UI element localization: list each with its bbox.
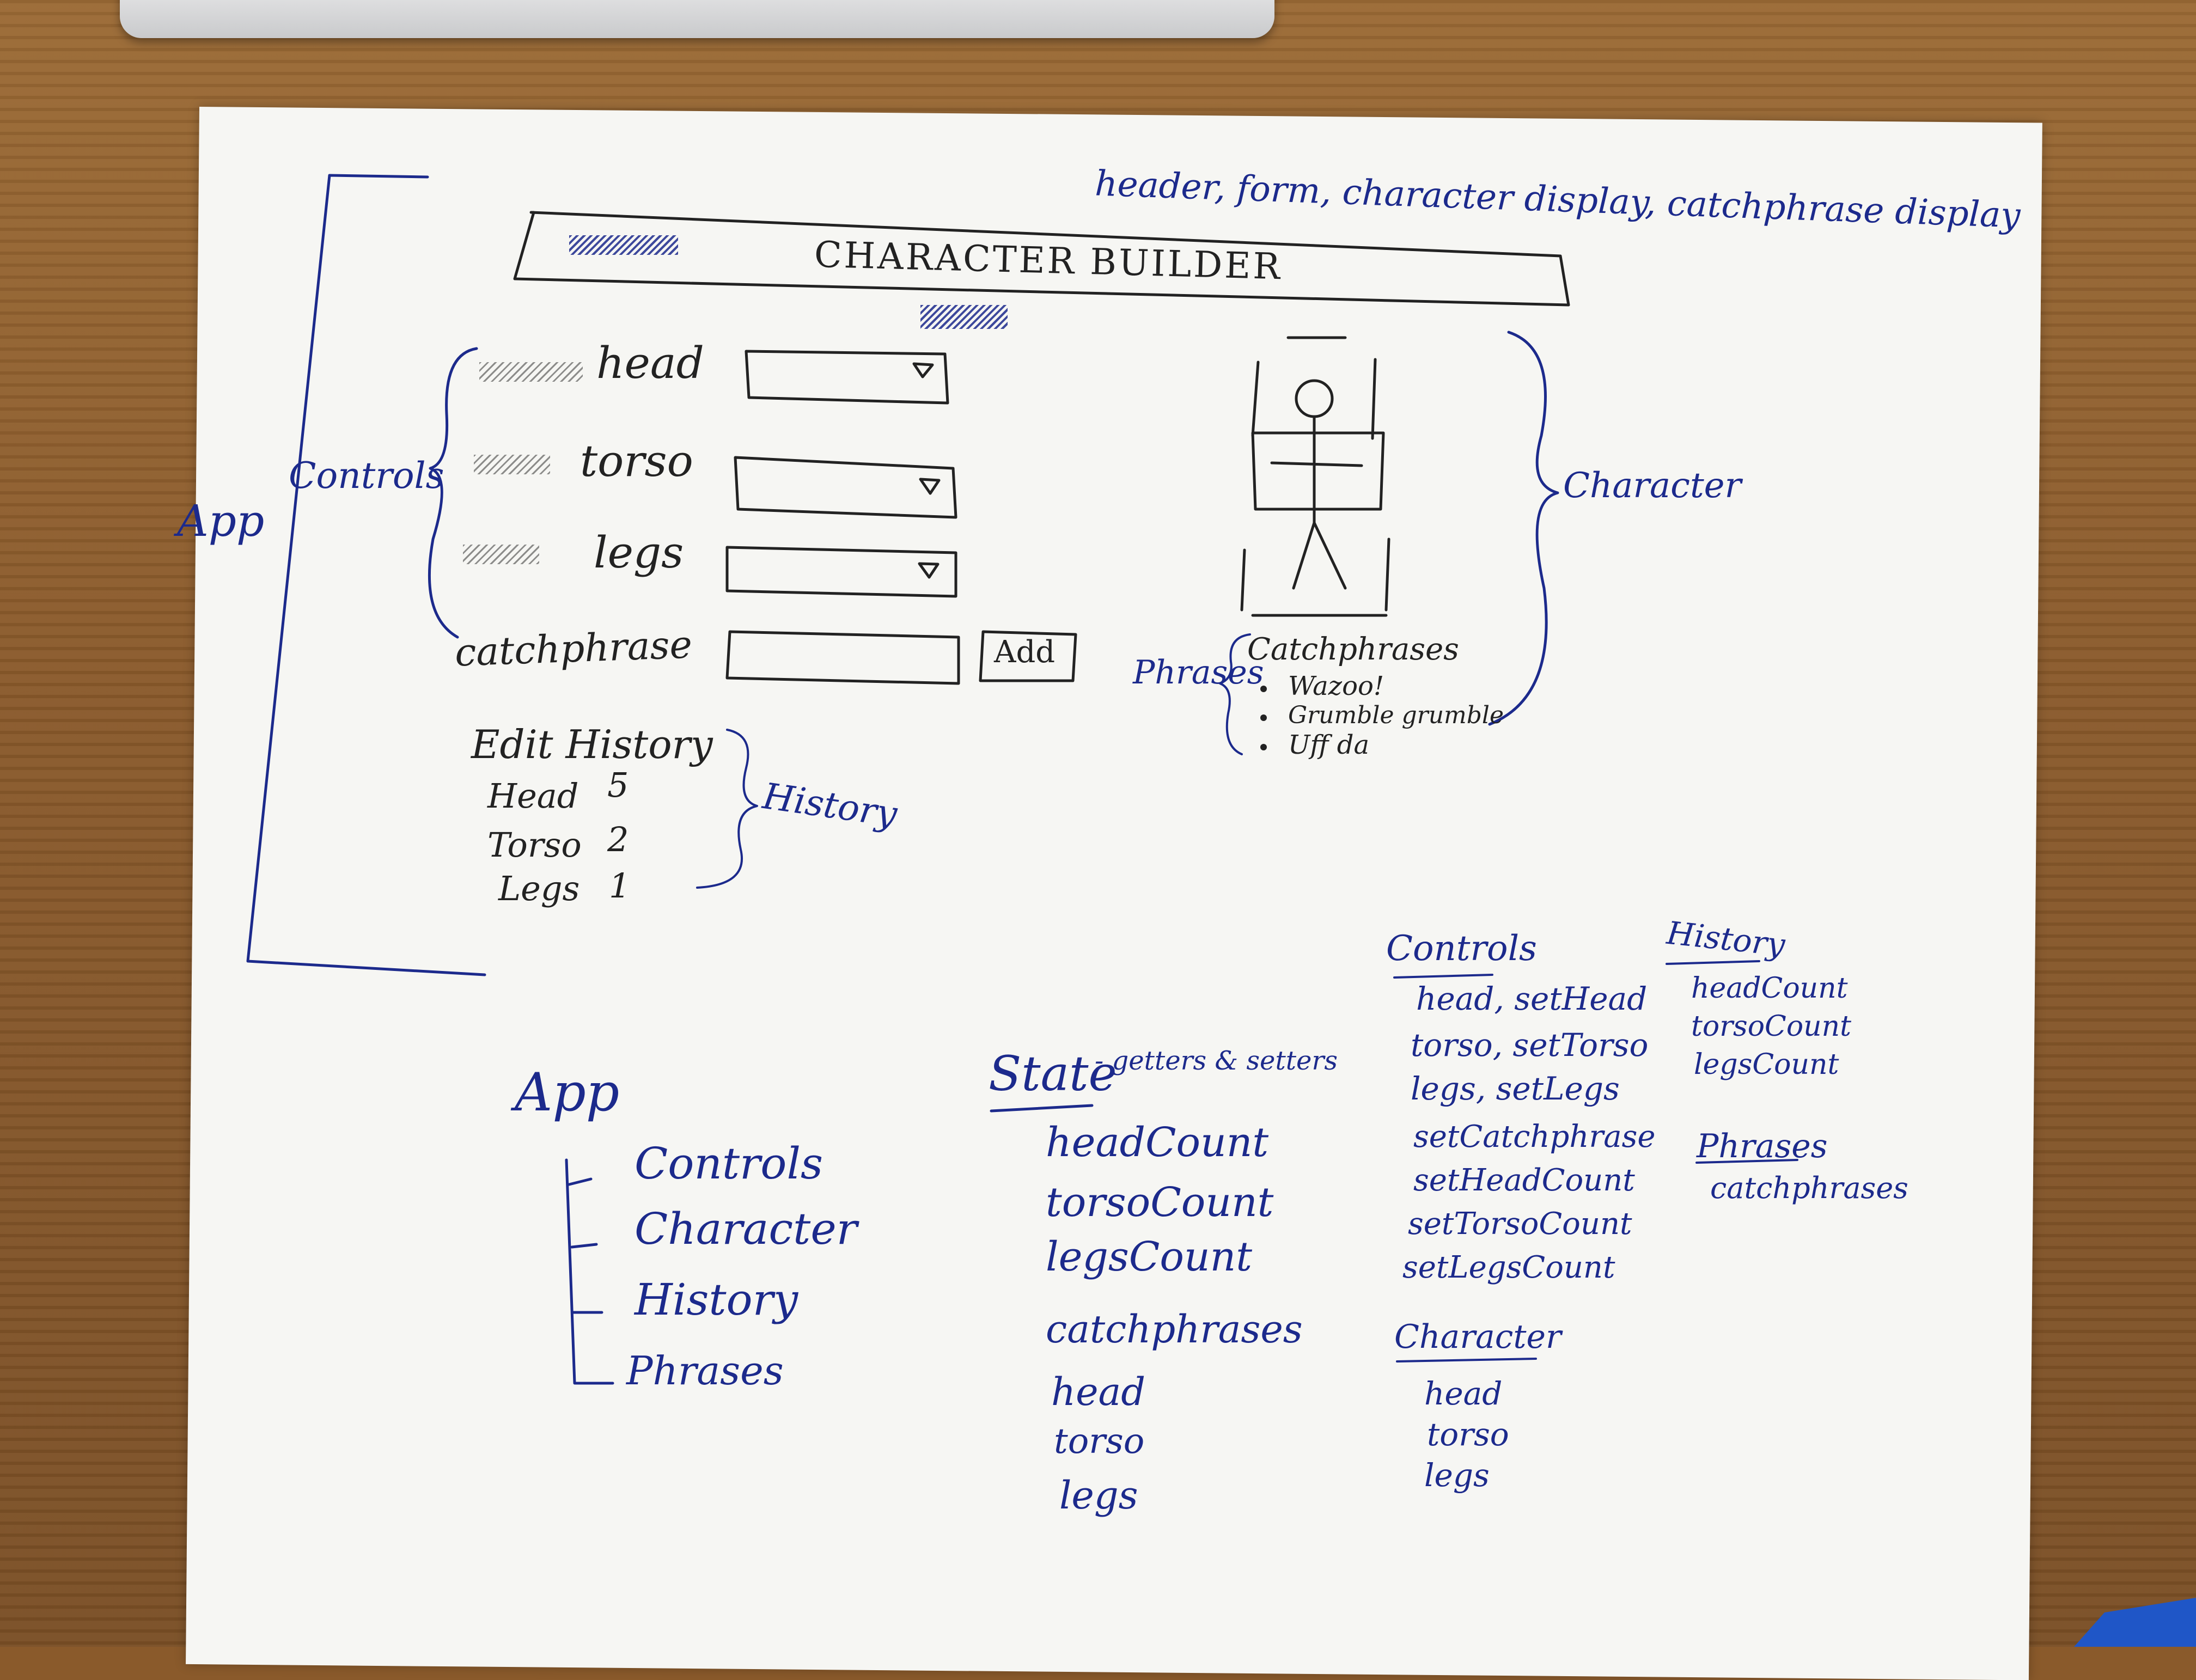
catchphrase-item-1: Wazoo! bbox=[1288, 671, 1384, 701]
history-value-torso: 2 bbox=[607, 820, 629, 859]
catchphrase-input-box bbox=[725, 630, 960, 685]
catchphrases-title: Catchphrases bbox=[1247, 632, 1459, 667]
scribble-header bbox=[569, 235, 678, 255]
field-label-torso: torso bbox=[580, 436, 693, 486]
history-title: Edit History bbox=[471, 722, 713, 767]
header-bar bbox=[513, 211, 1570, 307]
history-value-legs: 1 bbox=[609, 866, 631, 906]
field-label-head: head bbox=[596, 338, 704, 388]
controls-underline bbox=[1393, 974, 1493, 979]
state-item-0: headCount bbox=[1046, 1119, 1269, 1166]
laptop-edge bbox=[120, 0, 1274, 38]
legs-dropdown-box bbox=[725, 546, 957, 598]
state-item-5: torso bbox=[1054, 1421, 1145, 1462]
controls-prop-5: setTorsoCount bbox=[1408, 1206, 1632, 1242]
dropdown-arrow-torso bbox=[919, 478, 941, 495]
character-props-title: Character bbox=[1394, 1318, 1561, 1356]
bullet-1 bbox=[1260, 686, 1267, 692]
bullet-3 bbox=[1260, 744, 1267, 750]
dropdown-arrow-head bbox=[912, 362, 934, 378]
history-prop-0: headCount bbox=[1691, 972, 1848, 1005]
history-row-head: Head bbox=[487, 776, 579, 816]
phrases-brace bbox=[1219, 633, 1251, 755]
app-label: App bbox=[177, 496, 265, 546]
controls-prop-1: torso, setTorso bbox=[1411, 1027, 1649, 1064]
phrases-prop-0: catchphrases bbox=[1710, 1171, 1908, 1205]
field-label-catchphrase: catchphrase bbox=[454, 622, 693, 675]
app-bracket bbox=[246, 174, 486, 976]
state-item-2: legsCount bbox=[1046, 1233, 1253, 1280]
controls-label: Controls bbox=[289, 455, 444, 497]
history-prop-2: legsCount bbox=[1694, 1048, 1839, 1081]
add-button[interactable]: Add bbox=[994, 634, 1056, 670]
stick-body bbox=[1270, 415, 1363, 590]
controls-prop-6: setLegsCount bbox=[1402, 1250, 1615, 1285]
state-item-6: legs bbox=[1059, 1473, 1138, 1518]
dropdown-arrow-legs bbox=[918, 562, 940, 579]
history-row-torso: Torso bbox=[487, 825, 582, 865]
tree-root: App bbox=[515, 1062, 620, 1123]
scribble-legs bbox=[463, 545, 539, 564]
tree-lines bbox=[565, 1158, 614, 1385]
head-dropdown-box bbox=[745, 350, 949, 405]
controls-props-title: Controls bbox=[1386, 928, 1537, 969]
state-item-1: torsoCount bbox=[1046, 1179, 1274, 1226]
tree-child-controls: Controls bbox=[635, 1138, 823, 1189]
character-prop-1: torso bbox=[1427, 1416, 1509, 1453]
character-frame bbox=[1240, 336, 1390, 617]
state-item-4: head bbox=[1051, 1370, 1146, 1414]
phrases-underline bbox=[1695, 1159, 1798, 1164]
state-subtitle: - getters & setters bbox=[1095, 1046, 1338, 1076]
history-value-head: 5 bbox=[607, 765, 629, 805]
history-prop-1: torsoCount bbox=[1691, 1010, 1852, 1043]
character-underline bbox=[1396, 1358, 1537, 1363]
scribble-head bbox=[479, 362, 583, 382]
field-label-legs: legs bbox=[594, 527, 684, 578]
catchphrase-item-2: Grumble grumble bbox=[1288, 701, 1504, 729]
catchphrase-item-3: Uff da bbox=[1288, 730, 1370, 760]
character-prop-2: legs bbox=[1424, 1457, 1490, 1494]
character-label: Character bbox=[1563, 466, 1742, 506]
stick-head bbox=[1295, 379, 1334, 418]
tree-child-phrases: Phrases bbox=[626, 1348, 784, 1394]
torso-dropdown-box bbox=[734, 456, 957, 519]
phrases-label: Phrases bbox=[1133, 653, 1264, 692]
scribble-top bbox=[920, 305, 1008, 329]
tree-child-history: History bbox=[635, 1274, 798, 1325]
scribble-torso bbox=[474, 455, 550, 474]
history-underline bbox=[1666, 960, 1760, 965]
state-title: State bbox=[989, 1046, 1117, 1102]
controls-prop-4: setHeadCount bbox=[1413, 1163, 1635, 1198]
state-underline bbox=[990, 1104, 1094, 1113]
controls-brace bbox=[428, 347, 478, 639]
phrases-props-title: Phrases bbox=[1697, 1127, 1828, 1165]
controls-prop-0: head, setHead bbox=[1416, 980, 1648, 1017]
history-brace bbox=[696, 729, 758, 889]
add-button-box bbox=[979, 630, 1077, 682]
tree-child-character: Character bbox=[635, 1204, 857, 1254]
bullet-2 bbox=[1260, 714, 1267, 721]
character-prop-0: head bbox=[1424, 1375, 1503, 1412]
state-item-3: catchphrases bbox=[1046, 1307, 1303, 1352]
character-brace bbox=[1488, 331, 1559, 726]
controls-prop-3: setCatchphrase bbox=[1413, 1119, 1656, 1154]
history-row-legs: Legs bbox=[498, 869, 580, 908]
controls-prop-2: legs, setLegs bbox=[1411, 1070, 1620, 1107]
